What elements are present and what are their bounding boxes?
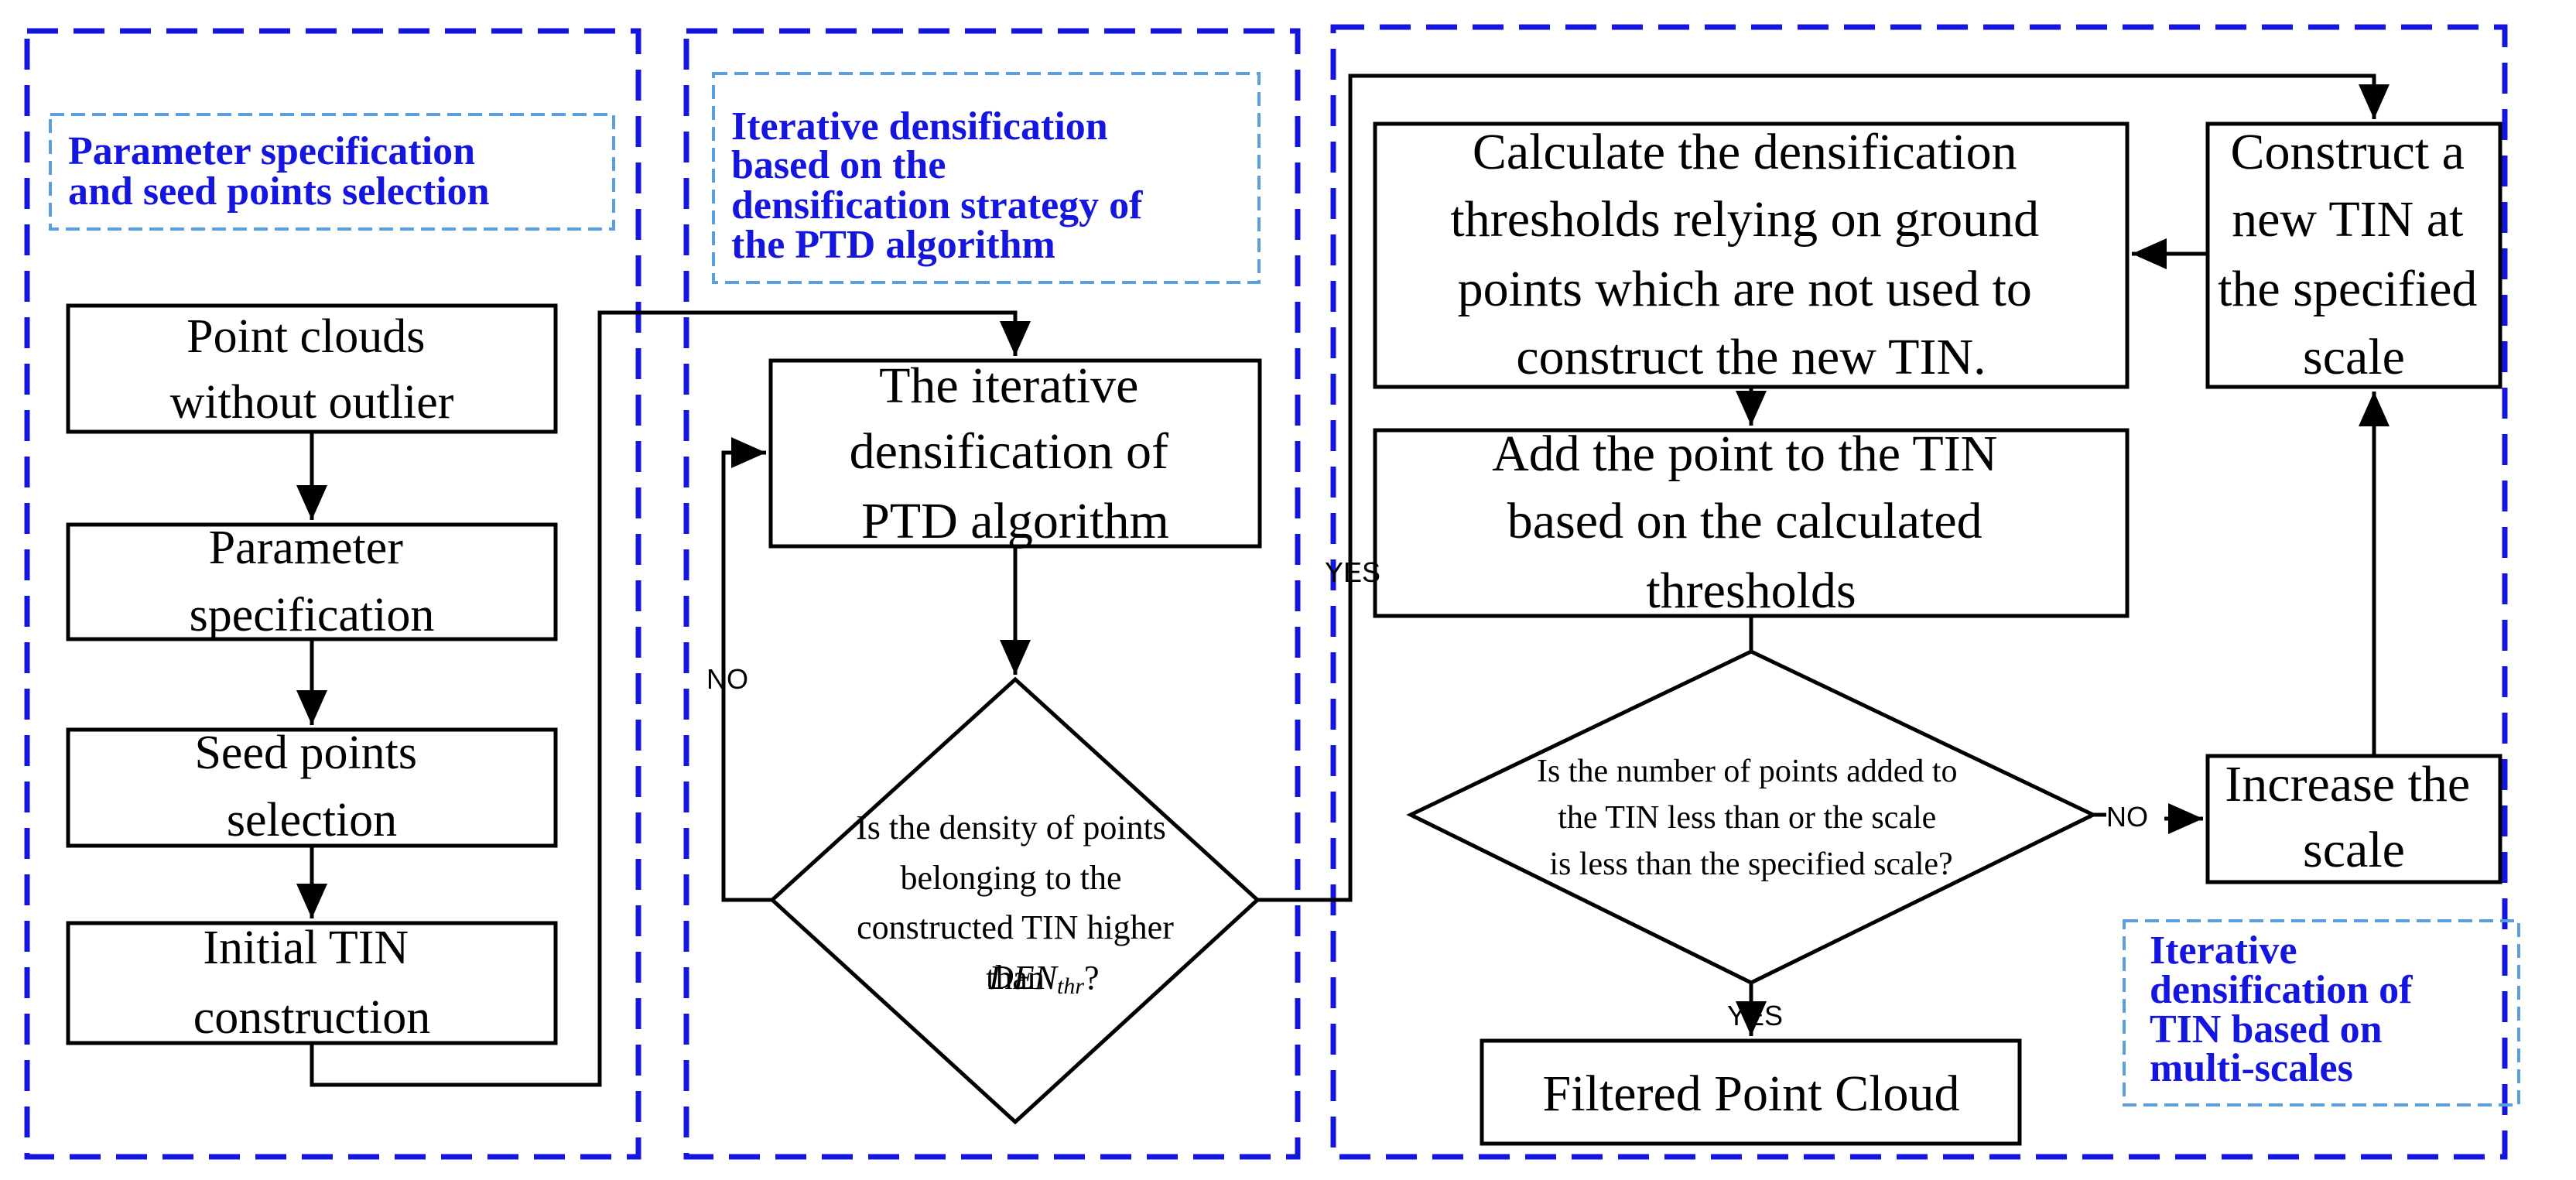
decision-density-text: Is the density of points belonging to th… [856, 809, 1175, 946]
middle-panel-title: Iterative densification based on the den… [731, 104, 1152, 267]
node-initial-tin [66, 921, 558, 1045]
middle-title-box [712, 72, 1261, 284]
node-seed-points-text: Seed points selection [194, 727, 429, 847]
panel-parameter-selection [24, 28, 641, 1160]
arrow-yes-to-construct [1257, 74, 2390, 902]
node-increase-scale-text: Increase the scale [2225, 756, 2482, 878]
node-calculate-thresholds [1373, 121, 2130, 389]
node-add-point [1373, 428, 2130, 618]
panel-multiscale-densification [1330, 24, 2508, 1160]
connectors [296, 74, 2390, 1087]
node-calculate-thresholds-text: Calculate the densification thresholds r… [1450, 124, 2051, 385]
node-filtered-cloud [1480, 1038, 2022, 1146]
right-title-box [2123, 919, 2520, 1106]
label-no-loop: NO [706, 663, 748, 695]
decision-density-last-line: than [986, 959, 1045, 997]
node-parameter-spec [66, 522, 558, 641]
node-filtered-cloud-text: Filtered Point Cloud [1542, 1065, 1959, 1122]
node-point-clouds [66, 303, 558, 434]
node-construct-new-tin-text: Construct a new TIN at the specified sca… [2218, 124, 2490, 385]
node-iterative-densification [768, 358, 1262, 549]
label-yes-branch: YES [1325, 556, 1380, 588]
node-add-point-text: Add the point to the TIN based on the ca… [1492, 426, 2010, 619]
arrow-initial-to-densification [310, 310, 1031, 1087]
node-seed-points [66, 727, 558, 848]
decision-points-added-text: Is the number of points added to the TIN… [1537, 754, 1965, 882]
node-increase-scale [2205, 754, 2502, 884]
node-parameter-spec-text: Parameter specification [190, 522, 435, 641]
den-thr-symbol: DENthr? [988, 959, 1100, 999]
decision-density [769, 676, 1261, 1125]
right-panel-title: Iterative densification of TIN based on … [2150, 929, 2422, 1090]
node-iterative-densification-text: The iterative densification of PTD algor… [850, 357, 1182, 549]
left-panel-title: Parameter specification and seed points … [68, 129, 490, 214]
label-yes-final: YES [1727, 1000, 1783, 1031]
left-title-box [49, 113, 615, 231]
node-point-clouds-text: Point clouds without outlier [170, 310, 454, 429]
panel-ptd-densification [683, 28, 1301, 1160]
label-no-scale: NO [2106, 801, 2148, 833]
node-initial-tin-text: Initial TIN construction [193, 922, 431, 1044]
node-construct-new-tin [2205, 121, 2502, 389]
arrow-no-loop [721, 437, 772, 902]
